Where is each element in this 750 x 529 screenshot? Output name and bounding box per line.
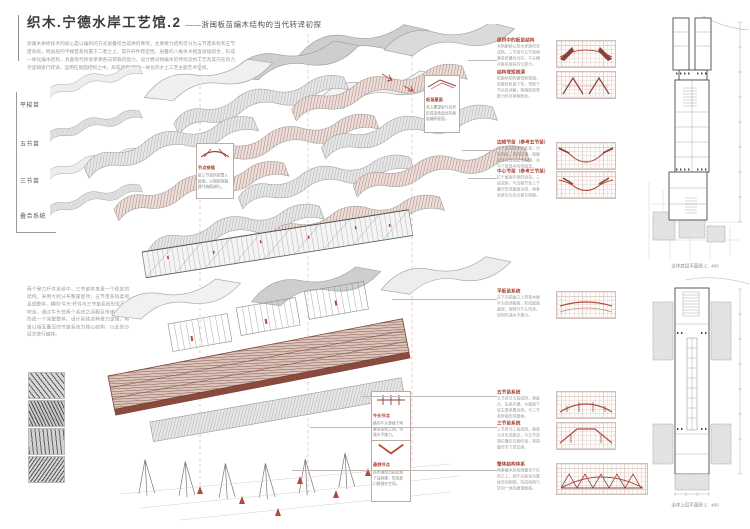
texture-photo-1 (28, 372, 65, 399)
annotation-title-6: 五节苗系统 (497, 390, 521, 396)
annotation-title-4: 中心节苗（参考三节苗） (497, 169, 549, 175)
truss-bridge (141, 209, 414, 279)
left-note-text: 两个受力杆件系统中，三节苗本身是一个稳定的结构，采用大跨分布整座屋顶；五节苗系统… (27, 286, 129, 338)
callout-glyph-joint (377, 395, 405, 405)
texture-photo-4 (28, 456, 65, 483)
annotation-diagram-overall-truss (556, 463, 648, 495)
callout-title: 牛头节点 (373, 414, 390, 419)
leader-line (362, 396, 497, 397)
annotation-diagram-arch-supports (556, 40, 616, 68)
upper-floor-plan (652, 277, 750, 496)
callout-glyph-roof (427, 79, 457, 90)
intro-paragraph-text: 浙闽木拱桥技术的核心是以编织的方式层叠咬合成拱的骨架，主要受力结构可分为三节苗系… (27, 41, 235, 71)
legend-tick (16, 232, 56, 233)
plan-caption-upper: 全体上层平面图 1：400 (671, 503, 719, 508)
legend-item-diehexitong: 叠合系统 (20, 214, 47, 220)
legend-item-sanjiemiao: 三节苗 (20, 179, 40, 185)
annotation-text-6: 五节苗分五段成拱，跨度 大、矢高平缓，为屋面下 层主要承重系统，与三节 苗穿插形… (497, 396, 540, 419)
callout-box-2: 板苗屋面 苗上覆望板与瓦作 形成连续起伏的板 苗编织屋面。 (424, 75, 460, 133)
leader-line (462, 150, 497, 151)
annotation-diagram-five-segment-arch (556, 391, 616, 419)
callout-title: 节点穿插 (198, 166, 215, 171)
annotation-diagram-moment-peaks (556, 71, 616, 99)
annotation-title-3: 边梭节苗（参考五节苗） (497, 140, 549, 146)
callout-text: 横向牛头穿插于两 套苗系统之间，传 递水平推力。 (373, 421, 404, 437)
ground-floor-plan (648, 15, 750, 260)
annotation-text-4: 位于屋面中部的短苗，三 段成拱，与边梭节苗上下 叠压形成屋面谷线，两套 系统互为… (497, 175, 540, 198)
annotation-text-1: 木拱廊桥以条木穿插咬合 成拱，三节苗与五节苗两 套系统叠压共存，牛头横 向联系使… (497, 44, 540, 67)
trestle-columns (136, 444, 395, 501)
annotation-text-5: 在下凹曲面之上将苗木展 平为连续板面，形成屋面 基层；端部与牛头咬合， 协同传递… (497, 295, 540, 318)
red-force-arrows (381, 73, 414, 92)
page-title: 织木.宁德水岸工艺馆.2——浙闽板苗编木结构的当代转译初探 (27, 11, 322, 31)
leader-line (468, 178, 497, 179)
left-note: 两个受力杆件系统中，三节苗本身是一个稳定的结构，采用大跨分布整座屋顶；五节苗系统… (27, 286, 129, 356)
callout-text: 苗上覆望板与瓦作 形成连续起伏的板 苗编织屋面。 (426, 105, 457, 121)
page-subtitle: ——浙闽板苗编木结构的当代转译初探 (185, 20, 322, 29)
callout-glyph-bridge (200, 148, 230, 158)
legend-sketches (50, 61, 143, 218)
callout-glyph-cantilever (378, 443, 404, 455)
legend-item-pingsuomiao: 平梭苗 (20, 103, 40, 109)
callout-title: 悬挑节点 (373, 463, 390, 468)
callout-box-1: 节点穿插 取三节苗拱架置入 屋面，以钢质抱箍 替代麻筋绑扎。 (196, 143, 234, 199)
callout-box-3: 牛头节点 横向牛头穿插于两 套苗系统之间，传 递水平推力。 (371, 391, 411, 442)
annotation-diagram-three-segment-arch (556, 422, 616, 450)
annotation-title-8: 整体结构体系 (497, 462, 526, 468)
leader-line (392, 299, 497, 300)
callout-title: 板苗屋面 (426, 98, 443, 103)
annotation-diagram-sag-curve-1 (556, 142, 616, 170)
leader-line (310, 427, 497, 428)
legend-rule (16, 92, 17, 233)
annotation-diagram-sag-curve-2 (556, 171, 616, 199)
callout-box-4: 悬挑节点 苗木端部出挑反翘 下设斜撑，形成檐 口悬挑灰空间。 (371, 440, 411, 502)
leader-line (468, 60, 497, 61)
timber-deck-lower (149, 377, 405, 443)
annotation-text-3: 位于屋面两侧的长苗，分 段搭接、端部反翘，使屋 面形成连续起伏曲线，并 与下层苗… (497, 146, 540, 169)
timber-deck-upper (107, 318, 411, 416)
annotation-text-8: 两套编木拱系统叠合于柱 列之上，经牛头联系为整 体空间网架，形成结构与 空间一体… (497, 468, 540, 491)
plan-caption-ground: 全体底层平面图 1：400 (671, 264, 719, 269)
annotation-title-7: 三节苗系统 (497, 421, 521, 427)
leader-line (292, 470, 497, 471)
annotation-diagram-flat-arch (556, 291, 616, 319)
intro-paragraph: 浙闽木拱桥技术的核心是以编织的方式层叠咬合成拱的骨架，主要受力结构可分为三节苗系… (27, 40, 235, 88)
annotation-title-2: 结构弯矩推演 (497, 70, 526, 76)
title-rule (18, 15, 19, 61)
texture-photo-3 (28, 428, 65, 455)
exploded-axonometric-drawing (50, 24, 530, 521)
texture-photo-2 (28, 400, 65, 427)
callout-text: 取三节苗拱架置入 屋面，以钢质抱箍 替代麻筋绑扎。 (198, 173, 229, 189)
annotation-title-5: 平板苗系统 (497, 289, 521, 295)
legend-item-wujiemiao: 五节苗 (20, 142, 40, 148)
annotation-title-1: 原桥中的板苗结构 (497, 38, 535, 44)
annotation-text-7: 三节苗分三段成拱，刚度 大且形态稳定，与五节苗 错位叠压互相约束，将荷 载传至下… (497, 427, 540, 450)
pavilion-frames (167, 281, 369, 352)
title-text: 织木.宁德水岸工艺馆.2 (27, 15, 182, 30)
annotation-text-2: 取廊桥结构做弯矩推演， 荷载经桥面下传，弯矩于 节点处消解，两端斜苗将 推力传至… (497, 76, 540, 99)
callout-text: 苗木端部出挑反翘 下设斜撑，形成檐 口悬挑灰空间。 (373, 470, 404, 486)
